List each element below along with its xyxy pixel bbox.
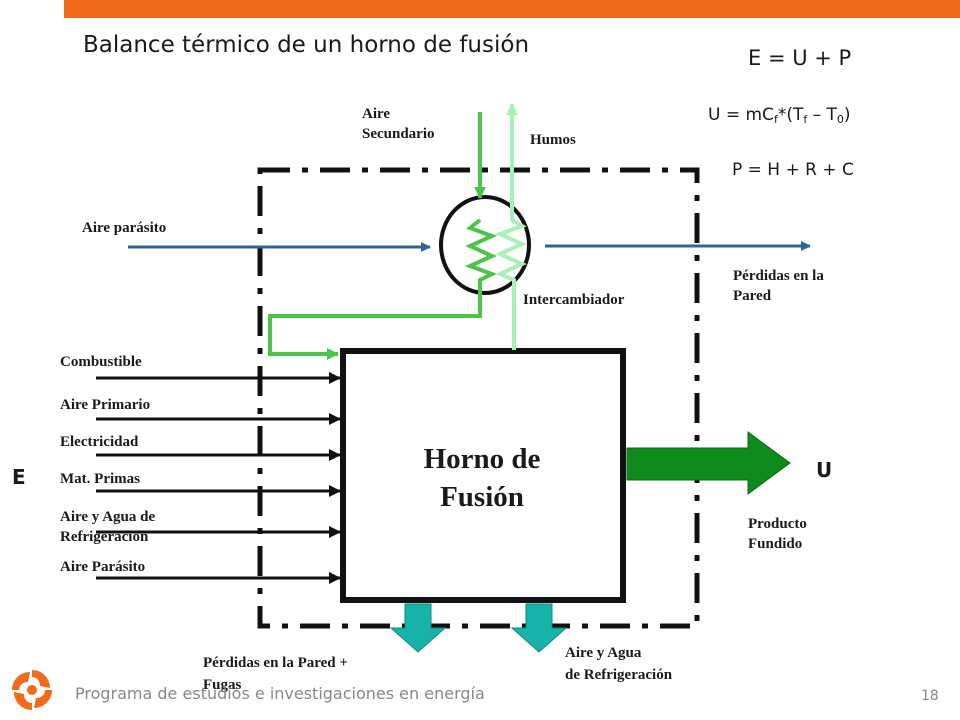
humos-coil bbox=[494, 108, 527, 350]
humos-label: Humos bbox=[530, 132, 576, 148]
aire-secundario-coil bbox=[268, 218, 498, 356]
aire-agua-bottom-arrow bbox=[510, 603, 568, 653]
perdidas-fugas-label: Pérdidas en la Pared +Fugas bbox=[203, 655, 348, 693]
electricidad-label: Electricidad bbox=[60, 434, 139, 450]
combustible-label: Combustible bbox=[60, 354, 142, 370]
top-accent-bar bbox=[64, 0, 960, 18]
energy-balance-equation: E = U + P bbox=[748, 46, 852, 70]
footer-text: Programa de estudios e investigaciones e… bbox=[75, 684, 485, 703]
intercambiador-label: Intercambiador bbox=[523, 292, 625, 308]
aire-parasito-top-label: Aire parásito bbox=[82, 220, 167, 236]
losses-equation: P = H + R + C bbox=[732, 160, 854, 180]
useful-energy-symbol: U bbox=[816, 458, 833, 482]
perdidas-fugas-arrow bbox=[389, 603, 447, 653]
useful-energy-equation: U = mCf*(Tf – T0) bbox=[708, 105, 851, 126]
page-title: Balance térmico de un horno de fusión bbox=[83, 32, 530, 58]
aire-primario-label: Aire Primario bbox=[60, 397, 151, 413]
producto-fundido-arrow bbox=[626, 431, 791, 495]
brand-logo bbox=[12, 670, 52, 710]
furnace-box bbox=[340, 348, 626, 603]
mat-primas-label: Mat. Primas bbox=[60, 471, 140, 487]
aire-parasito-bottom-label: Aire Parásito bbox=[60, 559, 146, 575]
energy-input-symbol: E bbox=[12, 465, 26, 489]
system-boundary bbox=[257, 167, 700, 629]
page-number: 18 bbox=[921, 688, 939, 704]
